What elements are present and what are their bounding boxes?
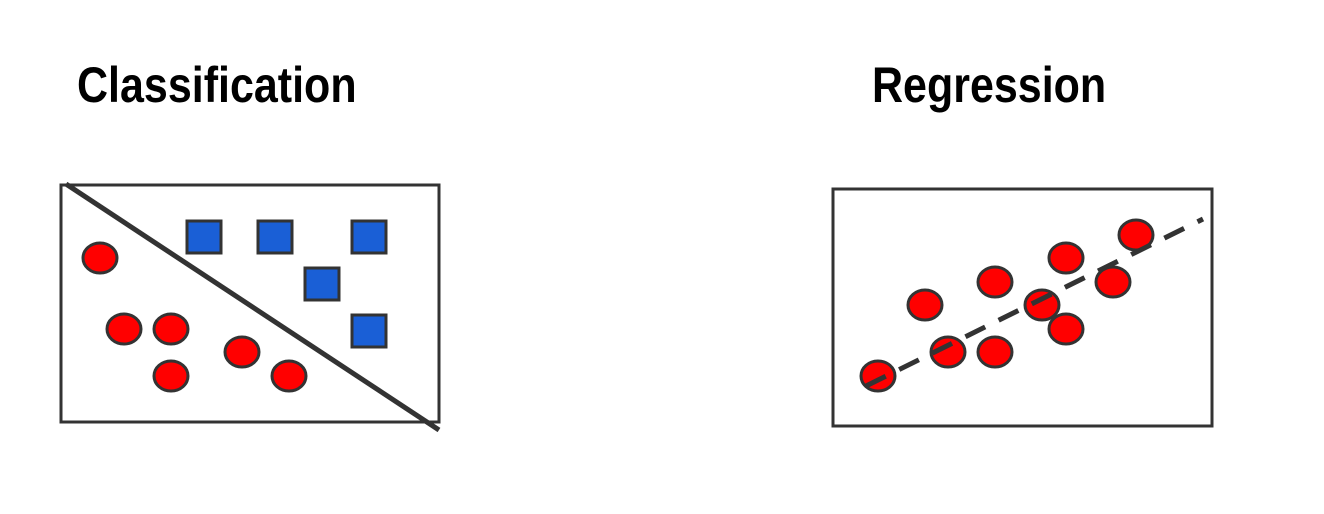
data-point	[1094, 265, 1132, 299]
data-point	[1023, 288, 1061, 322]
class-a-point	[270, 359, 308, 393]
data-point	[1047, 312, 1085, 346]
class-b-squares	[185, 219, 388, 349]
regression-line	[864, 216, 1205, 389]
classification-title: Classification	[77, 57, 357, 113]
class-b-point	[303, 266, 341, 302]
data-point	[1047, 241, 1085, 275]
regression-frame	[831, 187, 1214, 428]
regression-title: Regression	[872, 57, 1107, 113]
classification-panel	[59, 181, 441, 433]
class-b-point	[350, 313, 388, 349]
class-b-point	[185, 219, 223, 255]
regression-panel	[831, 187, 1214, 428]
decision-boundary	[64, 181, 441, 433]
data-point	[906, 288, 944, 322]
class-b-point	[350, 219, 388, 255]
data-point	[976, 335, 1014, 369]
class-b-point	[256, 219, 294, 255]
class-a-point	[152, 312, 190, 346]
data-point	[976, 265, 1014, 299]
class-a-point	[152, 359, 190, 393]
class-a-point	[223, 335, 261, 369]
class-a-point	[105, 312, 143, 346]
class-a-point	[81, 241, 119, 275]
class-a-circles	[81, 241, 308, 393]
data-point	[859, 359, 897, 393]
data-point	[929, 335, 967, 369]
